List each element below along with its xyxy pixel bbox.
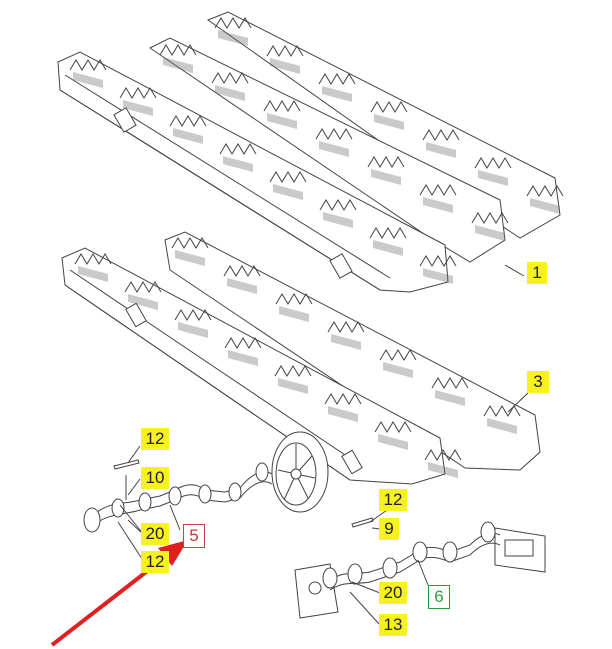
walker-step: [374, 421, 412, 433]
walker-step-shade: [373, 240, 403, 256]
walker-step: [269, 171, 307, 183]
callout-6-box: 6: [428, 585, 450, 609]
crankshaft-right: [294, 517, 546, 619]
walker-step-shade: [371, 169, 401, 185]
callout-12-top-left: 12: [141, 428, 169, 450]
walker-step: [327, 321, 365, 333]
walker-step: [274, 365, 312, 377]
callout-1: 1: [527, 262, 547, 284]
walker-step: [319, 199, 357, 211]
walker-step: [219, 143, 257, 155]
walker-step-shade: [435, 390, 465, 406]
callout-9: 9: [379, 518, 399, 540]
walker-step: [223, 265, 261, 277]
callout-20-right: 20: [379, 582, 407, 604]
walker-step-shade: [273, 184, 303, 200]
walker-step-shade: [178, 322, 208, 338]
callout-12-bottom-left: 12: [141, 551, 169, 573]
walker-step-shade: [322, 86, 352, 102]
walker-step: [275, 293, 313, 305]
walker-step: [266, 45, 304, 57]
walker-step-shade: [475, 225, 505, 241]
walker-step: [419, 184, 457, 196]
walker-step: [424, 449, 462, 461]
walker-step-shade: [163, 57, 193, 73]
walker-step: [224, 337, 262, 349]
walker-step: [74, 253, 112, 265]
walker-step: [419, 255, 457, 267]
walker-step-shade: [128, 294, 158, 310]
walker-step: [324, 393, 362, 405]
walker-step-shade: [223, 156, 253, 172]
walker-step: [422, 129, 460, 141]
walker-step: [474, 157, 512, 169]
walker-step: [69, 59, 107, 71]
walker-step: [471, 212, 509, 224]
walker-step-shade: [423, 268, 453, 284]
walker-step-shade: [378, 434, 408, 450]
walker-step: [169, 115, 207, 127]
walker-step: [526, 185, 564, 197]
walker-step-shade: [428, 462, 458, 478]
walker-step: [263, 100, 301, 112]
walker-step-shade: [267, 113, 297, 129]
walker-step-shade: [215, 85, 245, 101]
callout-12-right: 12: [379, 489, 407, 511]
walker-step-shade: [323, 212, 353, 228]
walker-step: [318, 73, 356, 85]
walker-step-shade: [487, 418, 517, 434]
crankshaft-left: [83, 431, 329, 533]
walker-step-shade: [175, 250, 205, 266]
walker-step-shade: [78, 266, 108, 282]
callout-20-left: 20: [141, 523, 169, 545]
walker-step-shade: [218, 30, 248, 46]
walker-step: [379, 349, 417, 361]
walker-step: [315, 128, 353, 140]
walker-step: [211, 72, 249, 84]
walker-step: [367, 156, 405, 168]
walker-step: [171, 237, 209, 249]
walker-step: [214, 17, 252, 29]
walker-step-shade: [423, 197, 453, 213]
callout-3: 3: [527, 371, 549, 393]
walker-step: [159, 44, 197, 56]
walker-step-shade: [426, 142, 456, 158]
walker-step: [369, 227, 407, 239]
walker-steps-upper: [69, 17, 564, 284]
walker-step-shade: [530, 198, 560, 214]
walker-step-shade: [383, 362, 413, 378]
walker-step-shade: [270, 58, 300, 74]
walker-step-shade: [278, 378, 308, 394]
walker-steps-lower: [74, 237, 521, 478]
callout-13: 13: [379, 614, 407, 636]
walker-step: [119, 87, 157, 99]
walker-step-shade: [374, 114, 404, 130]
walker-step-shade: [73, 72, 103, 88]
walker-step-shade: [331, 334, 361, 350]
walker-step-shade: [173, 128, 203, 144]
walker-step-shade: [228, 350, 258, 366]
walker-step-shade: [123, 100, 153, 116]
walker-step: [174, 309, 212, 321]
walker-step-shade: [478, 170, 508, 186]
callout-10: 10: [141, 467, 169, 489]
walker-step: [370, 101, 408, 113]
callout-5-box: 5: [183, 524, 205, 548]
walker-step: [124, 281, 162, 293]
walker-step-shade: [279, 306, 309, 322]
walker-step: [431, 377, 469, 389]
straw-walker-upper-group: [57, 11, 561, 293]
walker-step-shade: [328, 406, 358, 422]
walker-step-shade: [319, 141, 349, 157]
walker-step-shade: [227, 278, 257, 294]
